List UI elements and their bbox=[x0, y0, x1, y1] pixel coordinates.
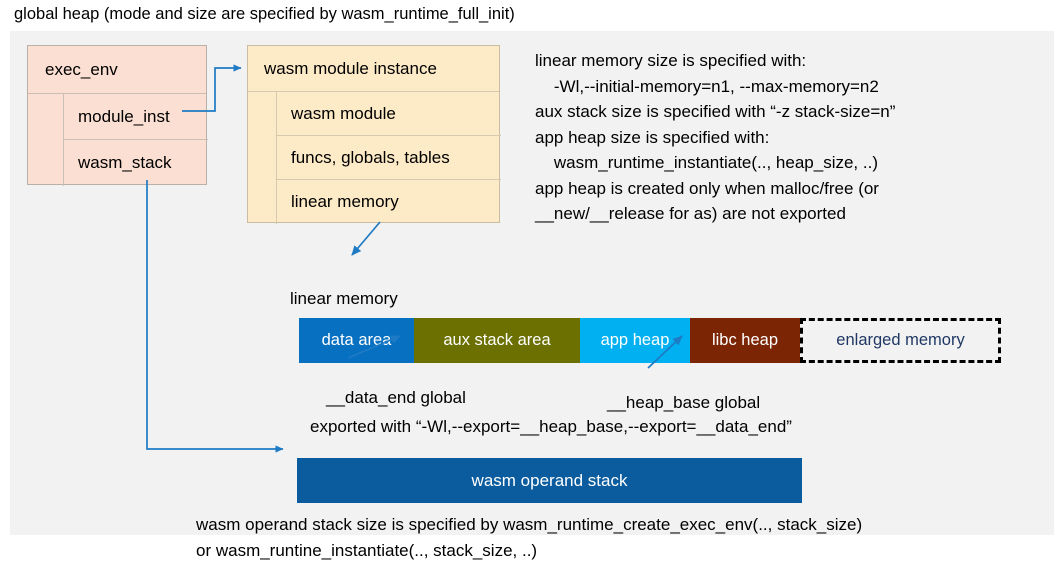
annotation-heap-base: __heap_base global bbox=[607, 393, 761, 412]
diagram-title: global heap (mode and size are specified… bbox=[14, 5, 515, 23]
exec-env-row-module-inst: module_inst bbox=[63, 94, 208, 140]
operand-stack-note-block: wasm operand stack size is specified by … bbox=[196, 515, 863, 560]
module-row-linear-memory: linear memory bbox=[276, 180, 501, 224]
module-row-wasm-module: wasm module bbox=[276, 92, 501, 136]
right-note-block: linear memory size is specified with: -W… bbox=[535, 51, 896, 223]
memory-segment-enlarged-memory: enlarged memory bbox=[800, 318, 1001, 363]
memory-segment-libc-heap: libc heap bbox=[690, 318, 800, 363]
exec-env-header: exec_env bbox=[28, 46, 206, 94]
memory-segment-aux-stack-area: aux stack area bbox=[414, 318, 580, 363]
memory-segment-data-area: data area bbox=[299, 318, 414, 363]
diagram-panel: exec_env module_inst wasm_stack wasm mod… bbox=[10, 31, 1054, 560]
exec-env-row-wasm-stack: wasm_stack bbox=[63, 140, 208, 186]
annotation-data-end: __data_end global bbox=[326, 388, 466, 407]
annotation-exported-with: exported with “-Wl,--export=__heap_base,… bbox=[310, 417, 792, 436]
diagram-canvas: global heap (mode and size are specified… bbox=[10, 5, 1054, 560]
wasm-module-instance-header: wasm module instance bbox=[248, 46, 499, 92]
module-row-funcs-globals-tables: funcs, globals, tables bbox=[276, 136, 501, 180]
memory-segment-app-heap: app heap bbox=[580, 318, 690, 363]
linear-memory-label: linear memory bbox=[290, 289, 398, 308]
exec-env-box: exec_env module_inst wasm_stack bbox=[27, 45, 208, 186]
wasm-module-instance-box: wasm module instance wasm module funcs, … bbox=[247, 45, 501, 224]
wasm-operand-stack-box: wasm operand stack bbox=[297, 458, 802, 503]
